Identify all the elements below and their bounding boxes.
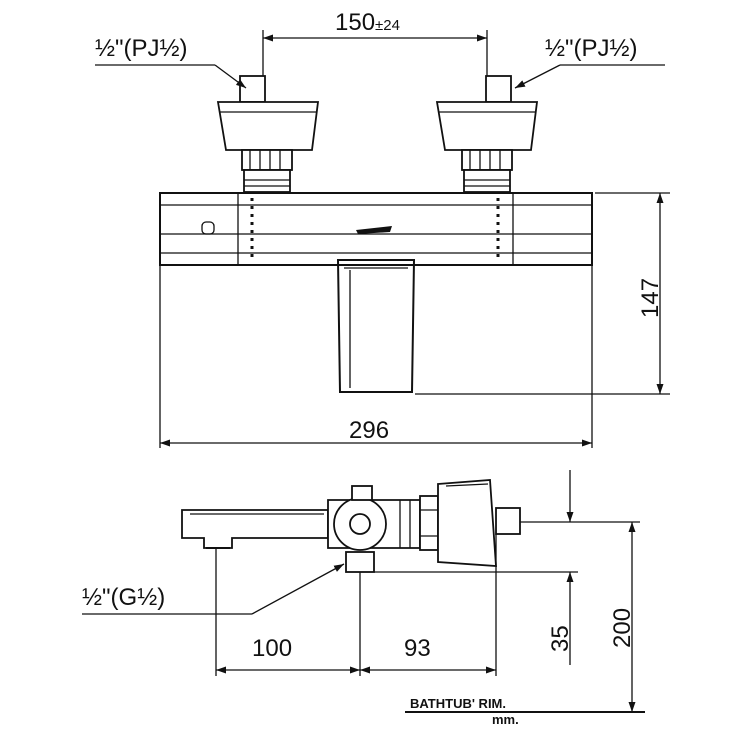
side-view: ½"(G½) 100 93 35 200 BATHTUB' RIM. mm. <box>82 470 645 727</box>
spout <box>336 259 416 393</box>
spacing-value: 150 <box>335 9 375 36</box>
width-dimension <box>159 266 593 448</box>
unit-label: mm. <box>492 712 519 727</box>
height-value: 147 <box>637 278 664 318</box>
pipe-label-leaders <box>95 64 665 89</box>
spacing-tolerance: ±24 <box>375 17 400 34</box>
bathtub-rim-label: BATHTUB' RIM. <box>410 696 506 711</box>
outlet-label-leader <box>82 563 345 615</box>
dim-35: 35 <box>547 625 574 652</box>
dim-100: 100 <box>252 635 292 662</box>
dimension-35-200 <box>374 470 645 713</box>
outlet-label: ½"(G½) <box>82 584 165 611</box>
left-pipe-label: ½"(PJ½) <box>95 35 188 62</box>
dim-93: 93 <box>404 635 431 662</box>
height-dimension <box>415 192 670 395</box>
dim-200: 200 <box>609 608 636 648</box>
spacing-dimension <box>262 30 488 76</box>
right-supply-fitting <box>435 75 539 193</box>
top-view: ½"(PJ½) ½"(PJ½) 150 ±24 147 296 <box>95 9 670 448</box>
side-valve-body <box>327 485 439 573</box>
mixer-body <box>159 192 593 266</box>
side-spout <box>181 509 329 549</box>
right-pipe-label: ½"(PJ½) <box>545 35 638 62</box>
dimension-100-93 <box>215 534 497 676</box>
left-supply-fitting <box>216 75 320 193</box>
width-value: 296 <box>349 417 389 444</box>
side-handle <box>437 479 521 567</box>
